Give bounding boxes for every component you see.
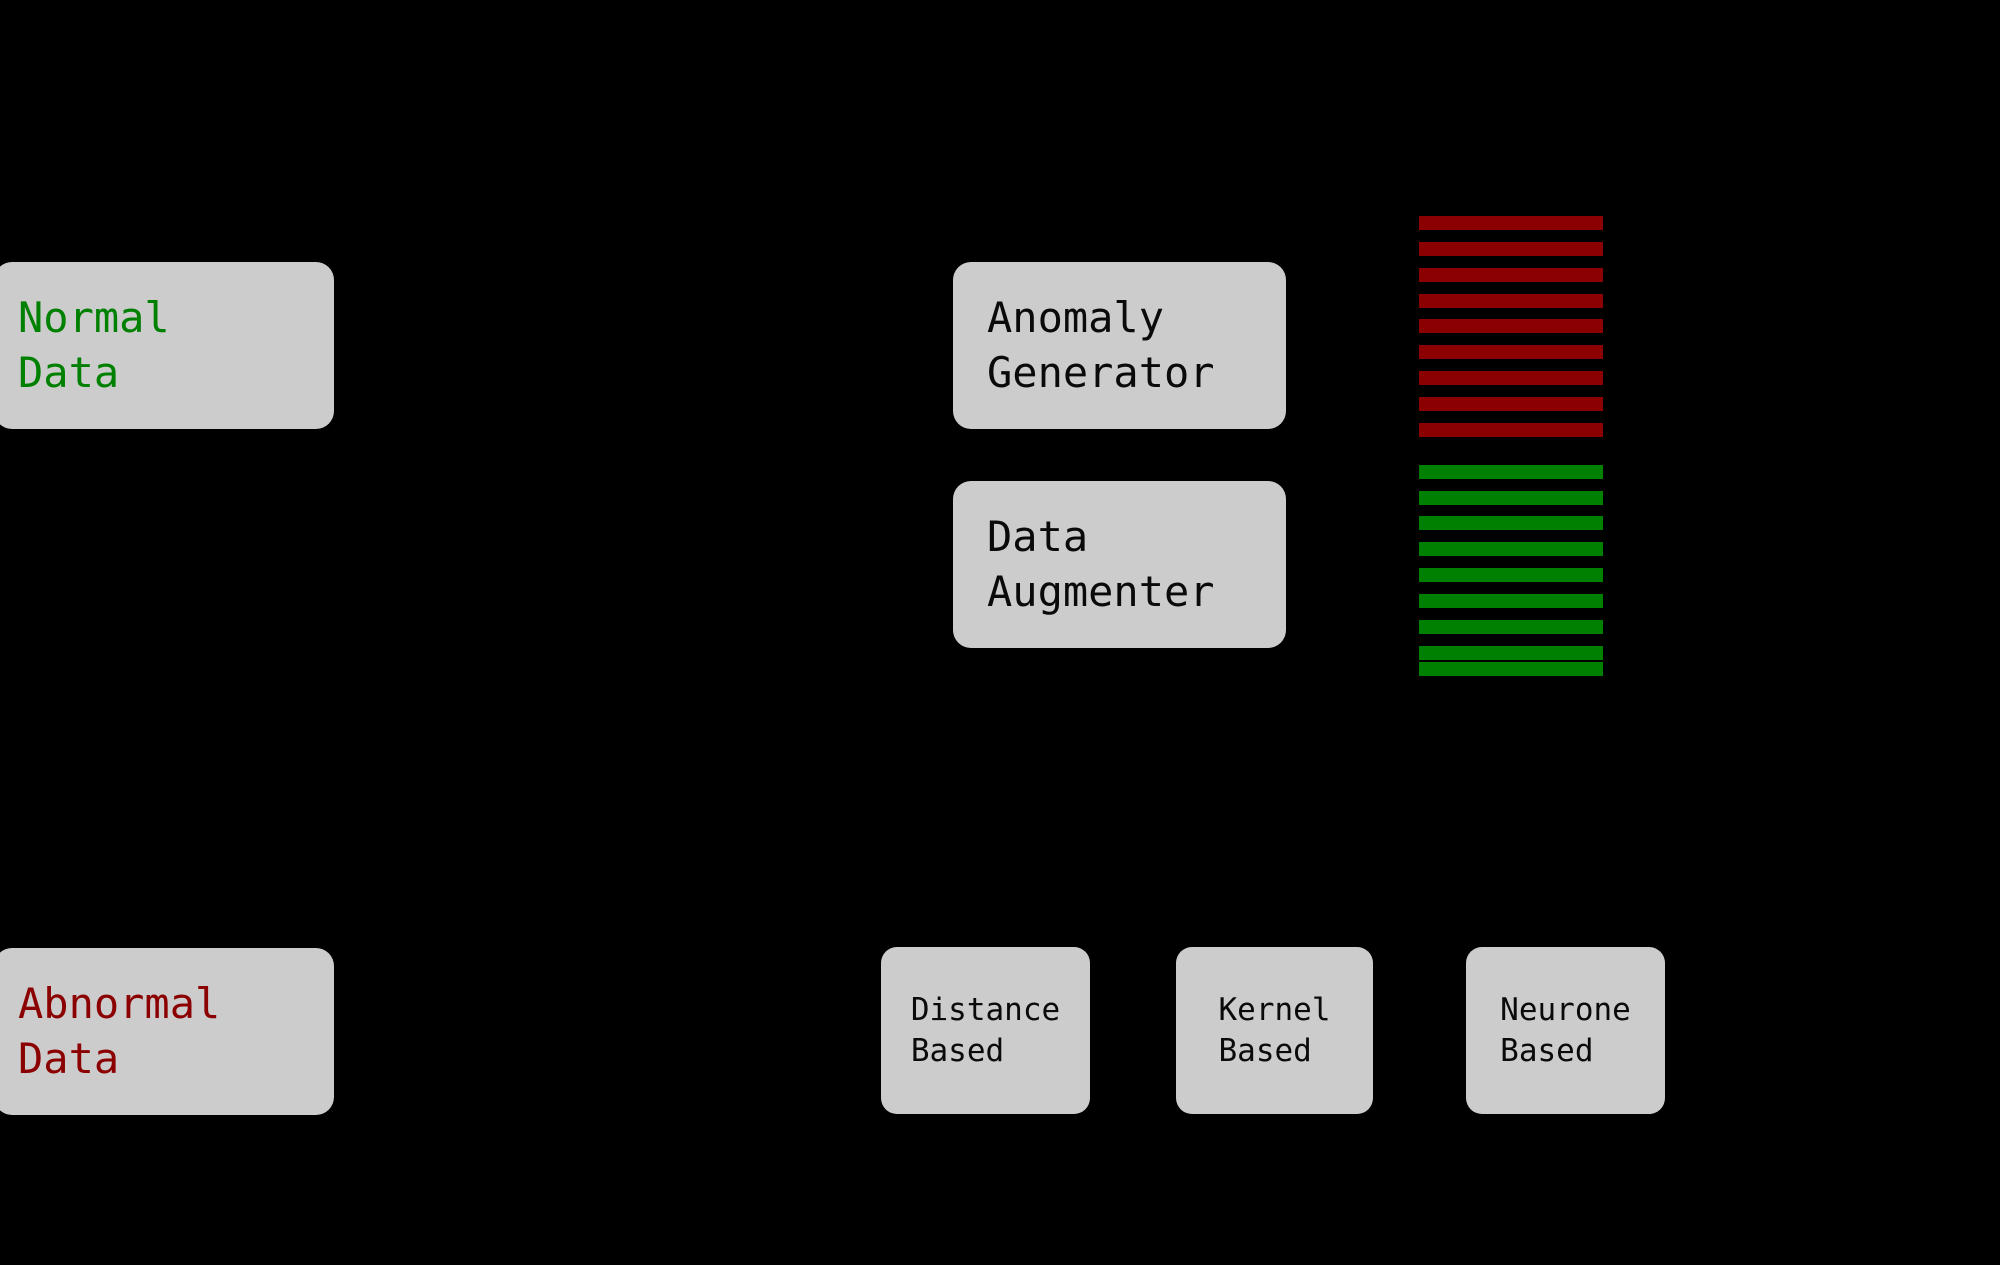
sample-stripe-normal (1419, 662, 1603, 676)
node-anomaly-generator-line2: Generator (987, 347, 1215, 397)
sample-stripe-normal (1419, 568, 1603, 582)
sample-stripe-normal (1419, 542, 1603, 556)
node-distance-based[interactable]: Distance Based (881, 947, 1090, 1114)
sample-stripe-normal (1419, 516, 1603, 530)
node-neurone-based-line2: Based (1500, 1032, 1594, 1069)
node-data-augmenter-line2: Augmenter (987, 566, 1215, 616)
node-abnormal-data[interactable]: Abnormal Data (0, 948, 334, 1115)
sample-stripe-abnormal (1419, 294, 1603, 308)
node-neurone-based-labels: Neurone Based (1500, 990, 1631, 1071)
node-anomaly-generator-line1: Anomaly (987, 292, 1165, 342)
node-abnormal-data-line2: Data (18, 1033, 120, 1083)
node-normal-data-line1: Normal (18, 292, 170, 342)
sample-stripe-abnormal (1419, 345, 1603, 359)
sample-stripe-normal (1419, 646, 1603, 660)
sample-stack (1419, 216, 1603, 676)
node-data-augmenter[interactable]: Data Augmenter (953, 481, 1286, 648)
node-anomaly-generator[interactable]: Anomaly Generator (953, 262, 1286, 429)
sample-stripe-abnormal (1419, 216, 1603, 230)
node-kernel-based[interactable]: Kernel Based (1176, 947, 1373, 1114)
sample-stripe-abnormal (1419, 371, 1603, 385)
node-kernel-based-labels: Kernel Based (1219, 990, 1331, 1071)
sample-stripe-abnormal (1419, 268, 1603, 282)
node-kernel-based-line1: Kernel (1218, 992, 1331, 1029)
node-distance-based-line1: Distance (910, 992, 1061, 1029)
sample-stripe-abnormal (1419, 319, 1603, 333)
node-distance-based-line2: Based (910, 1032, 1005, 1069)
sample-stripe-abnormal (1419, 242, 1603, 256)
node-neurone-based[interactable]: Neurone Based (1466, 947, 1665, 1114)
node-distance-based-labels: Distance Based (911, 990, 1060, 1071)
node-normal-data-line2: Data (18, 347, 120, 397)
node-kernel-based-line2: Based (1218, 1032, 1312, 1069)
node-data-augmenter-line1: Data (987, 511, 1089, 561)
sample-stripe-normal (1419, 620, 1603, 634)
sample-stripe-abnormal (1419, 397, 1603, 411)
sample-stripe-normal (1419, 594, 1603, 608)
sample-stripe-normal (1419, 465, 1603, 479)
sample-stripe-normal (1419, 491, 1603, 505)
sample-stripe-abnormal (1419, 423, 1603, 437)
node-normal-data[interactable]: Normal Data (0, 262, 334, 429)
node-abnormal-data-line1: Abnormal (18, 978, 221, 1028)
node-neurone-based-line1: Neurone (1500, 992, 1631, 1029)
